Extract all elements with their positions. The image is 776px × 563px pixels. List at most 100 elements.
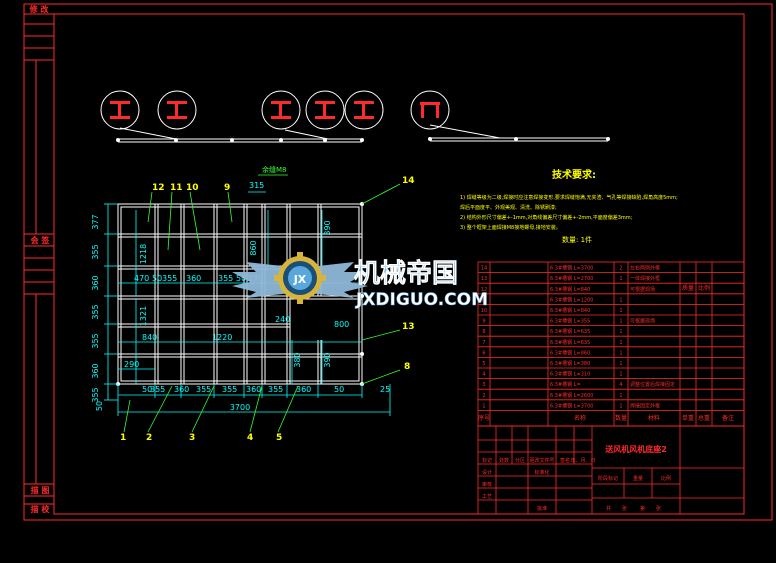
dim-row2-0: 470 [134, 274, 149, 283]
bom-cell-name: 6.3#槽钢 L=3700 [550, 402, 593, 409]
bom-cell-note: 可根据现场 [630, 318, 655, 325]
bom-cell-name: 6.3#槽钢 L=860 [550, 349, 590, 356]
bom-cell-name: 6.3#槽钢 L=310 [550, 371, 590, 378]
bom-cell-no: 7 [482, 340, 485, 346]
dim-vert-2: 860 [249, 240, 258, 255]
tech-line-0: 1) 焊缝等级为二级,焊接时应注意焊接变形,要求焊缝饱满,无夹渣、气孔等焊接缺陷… [460, 194, 678, 201]
bom-h-qty: 数量 [615, 414, 627, 422]
bom-cell-name: 6.3#槽钢 L=380 [550, 360, 590, 367]
dim-bottom-9: 25 [380, 385, 390, 394]
bom-cell-note: 焊接固定外框 [630, 402, 660, 409]
tb-stage-1: 重量 [633, 475, 643, 482]
stamp-trace: 描 图 [31, 485, 50, 495]
dim-bottom-5: 360 [246, 385, 261, 394]
dim-row3-2: 800 [334, 320, 349, 329]
balloon-2: 2 [146, 433, 152, 443]
dim-bottom-2: 360 [174, 385, 189, 394]
tb-cell-4: 签名 [560, 457, 570, 464]
weld-note: 余缝M8 [262, 165, 287, 174]
dim-row3-0: 840 [142, 333, 157, 342]
bom-cell-qty: 1 [619, 308, 622, 314]
bom-cell-qty: 1 [619, 403, 622, 409]
dim-left-0: 377 [91, 214, 100, 229]
stamp-countersign: 会 签 [31, 235, 51, 245]
bom-cell-note: 可根据现场 [630, 286, 655, 293]
tech-qty: 数量: 1件 [562, 235, 592, 244]
bom-cell-name: 6.3#槽钢 L=1200 [550, 296, 593, 303]
dim-left-4: 355 [91, 333, 100, 348]
balloon-10: 10 [186, 183, 199, 193]
bom-cell-qty: 1 [619, 276, 622, 282]
bom-h-no: 序号 [478, 414, 490, 422]
bom-cell-name: 6.3#槽钢 L=840 [550, 307, 590, 314]
balloon-5: 5 [276, 433, 282, 443]
balloon-12: 12 [152, 183, 165, 193]
dim-row2-3: 360 [186, 274, 201, 283]
bom-cell-qty: 1 [619, 361, 622, 367]
title-block [477, 425, 745, 515]
bom-cell-no: 14 [481, 266, 487, 272]
bom-cell-no: 6 [482, 350, 485, 356]
balloon-1: 1 [120, 433, 126, 443]
tb-cell-2: 分区 [515, 457, 525, 464]
tb-sheet-3: 张 [656, 505, 661, 512]
bom-cell-name: 6.3#槽钢 L= [550, 381, 581, 388]
balloon-13: 13 [402, 322, 415, 332]
section-details [100, 90, 610, 143]
bom-cell-note: 左右两侧外框 [630, 265, 660, 272]
bom-cell-qty: 1 [619, 340, 622, 346]
bom-cell-qty: 1 [619, 372, 622, 378]
balloon-11: 11 [170, 183, 183, 193]
bom-cell-qty: 1 [619, 350, 622, 356]
bom-cell-no: 5 [482, 361, 485, 367]
dim-left-2: 360 [91, 275, 100, 290]
dim-vert-3: 240 [275, 315, 290, 324]
tb-role-2: 审核 [482, 481, 492, 488]
dim-vert-4: 390 [323, 220, 332, 235]
balloon-14: 14 [402, 176, 415, 186]
tb-sheet-0: 共 [606, 505, 611, 512]
watermark-gear-icon [274, 252, 326, 304]
dim-row4: 290 [124, 360, 139, 369]
balloon-8: 8 [404, 362, 410, 372]
dim-bottom-8: 50 [334, 385, 344, 394]
dim-bottom-3: 355 [196, 385, 211, 394]
dim-row2-1: 50 [152, 274, 162, 283]
bom-cell-name: 6.3#槽钢 L=355 [550, 318, 590, 325]
bom-extra-0: 质量 [682, 284, 694, 292]
dim-left-7: 50 [95, 401, 104, 411]
tb-cell-0: 标记 [482, 457, 492, 464]
dim-left-1: 355 [91, 244, 100, 259]
leader-lines [123, 174, 401, 433]
dim-bottom-1: 355 [150, 385, 165, 394]
tb-sheet-2: 第 [640, 505, 645, 512]
dim-left-3: 355 [91, 304, 100, 319]
bom-cell-qty: 1 [619, 319, 622, 325]
bom-cell-no: 9 [482, 319, 485, 325]
dim-bottom-6: 355 [268, 385, 283, 394]
dim-row2-4: 355 [218, 274, 233, 283]
balloon-4: 4 [247, 433, 253, 443]
dim-top: 315 [249, 181, 264, 190]
drawing-name: 送风机风机底座2 [604, 444, 667, 454]
bom-h-total: 总重 [698, 414, 710, 422]
tb-role-1: 标准化 [534, 469, 549, 476]
dim-vert-6: 380 [293, 352, 302, 367]
bom-extra-1: 比例 [698, 284, 710, 292]
tb-sheet-1: 张 [622, 505, 627, 512]
bom-table [477, 261, 745, 427]
bom-cell-no: 13 [481, 276, 487, 282]
bom-cell-no: 3 [482, 382, 485, 388]
bom-h-mass: 单重 [682, 414, 694, 422]
dim-row2-2: 355 [162, 274, 177, 283]
tech-line-2: 2) 结构外形尺寸偏差+-1mm,对角线偏差尺寸偏差+-2mm,平面度偏差3mm… [460, 214, 633, 221]
watermark-en: JXDIGUO.COM [355, 290, 488, 310]
balloon-9: 9 [224, 183, 230, 193]
stamp-check: 描 校 [31, 504, 51, 514]
dim-vert-0: 1218 [139, 244, 148, 264]
bom-cell-name: 6.3#槽钢 L=2700 [550, 275, 593, 282]
tb-cell-3: 更改文件号 [529, 457, 554, 464]
bom-cell-no: 2 [482, 393, 485, 399]
dim-left-5: 360 [91, 363, 100, 378]
